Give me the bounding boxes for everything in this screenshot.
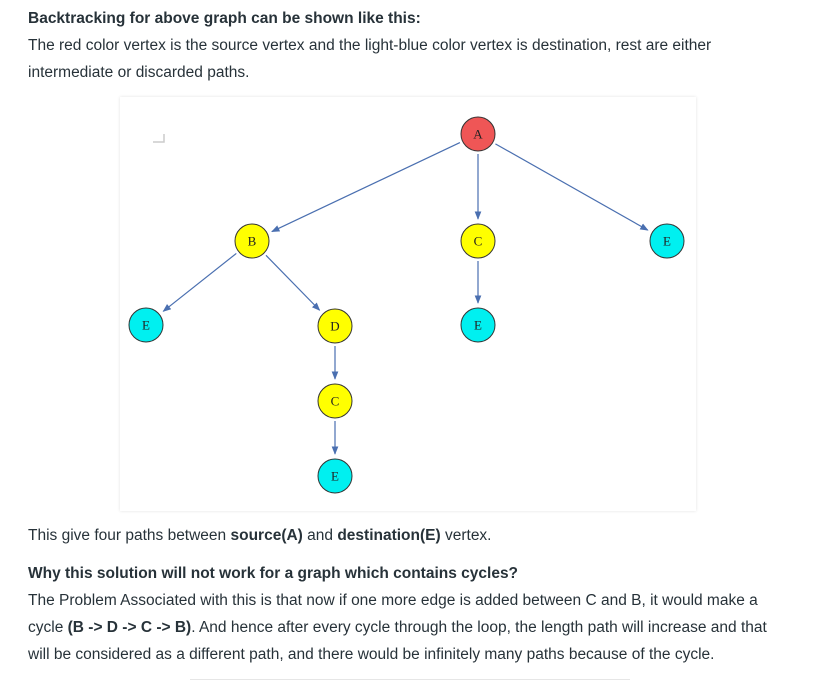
node-circle [317,458,353,494]
divider [190,679,630,680]
node-label: D [330,319,339,334]
edge-a-b [271,142,461,233]
node-c2: C [317,383,353,419]
heading: Backtracking for above graph can be show… [28,10,421,27]
node-e4: E [317,458,353,494]
paths-sentence-destination: destination(E) [337,527,441,544]
node-circle [317,308,353,344]
paths-sentence: This give four paths between source(A) a… [28,522,492,549]
answer-cycle: (B -> D -> C -> B) [67,619,192,636]
answer-line-3: will be considered as a different path, … [28,646,715,663]
paths-sentence-mid: and [302,527,338,544]
node-circle [234,223,270,259]
edge-b-d [265,254,321,311]
node-label: E [663,234,671,249]
node-c1: C [460,223,496,259]
node-circle [460,223,496,259]
node-circle [649,223,685,259]
backtracking-tree-svg: A B C E E D E C E [128,116,685,494]
intro-line-2: intermediate or discarded paths. [28,64,250,81]
node-label: A [473,127,483,142]
answer-line-2: cycle (B -> D -> C -> B). And hence afte… [28,614,767,641]
paths-sentence-pre: This give four paths between [28,527,231,544]
answer-line-1: The Problem Associated with this is that… [28,592,758,609]
edge-b-e2 [162,252,237,312]
node-circle [460,116,496,152]
node-label: B [248,234,257,249]
nodes-layer: A B C E E D E C E [128,116,685,494]
node-d: D [317,308,353,344]
node-b: B [234,223,270,259]
node-e3: E [460,307,496,343]
node-label: E [142,318,150,333]
node-circle [128,307,164,343]
node-a: A [460,116,496,152]
node-label: C [474,234,483,249]
node-label: E [331,469,339,484]
answer-line-2-pre: cycle [28,619,68,636]
backtracking-tree-figure: A B C E E D E C E [120,97,696,511]
node-e2: E [128,307,164,343]
node-circle [317,383,353,419]
edge-a-e1 [495,143,649,231]
answer-line-2-post: . And hence after every cycle through th… [191,619,767,636]
edges-layer [162,142,649,455]
node-circle [460,307,496,343]
image-placeholder-icon [153,134,165,143]
intro-line-1: The red color vertex is the source verte… [28,37,712,54]
node-e1: E [649,223,685,259]
paths-sentence-post: vertex. [440,527,492,544]
paths-sentence-source: source(A) [230,527,303,544]
node-label: C [331,394,340,409]
node-label: E [474,318,482,333]
question-heading: Why this solution will not work for a gr… [28,565,519,582]
